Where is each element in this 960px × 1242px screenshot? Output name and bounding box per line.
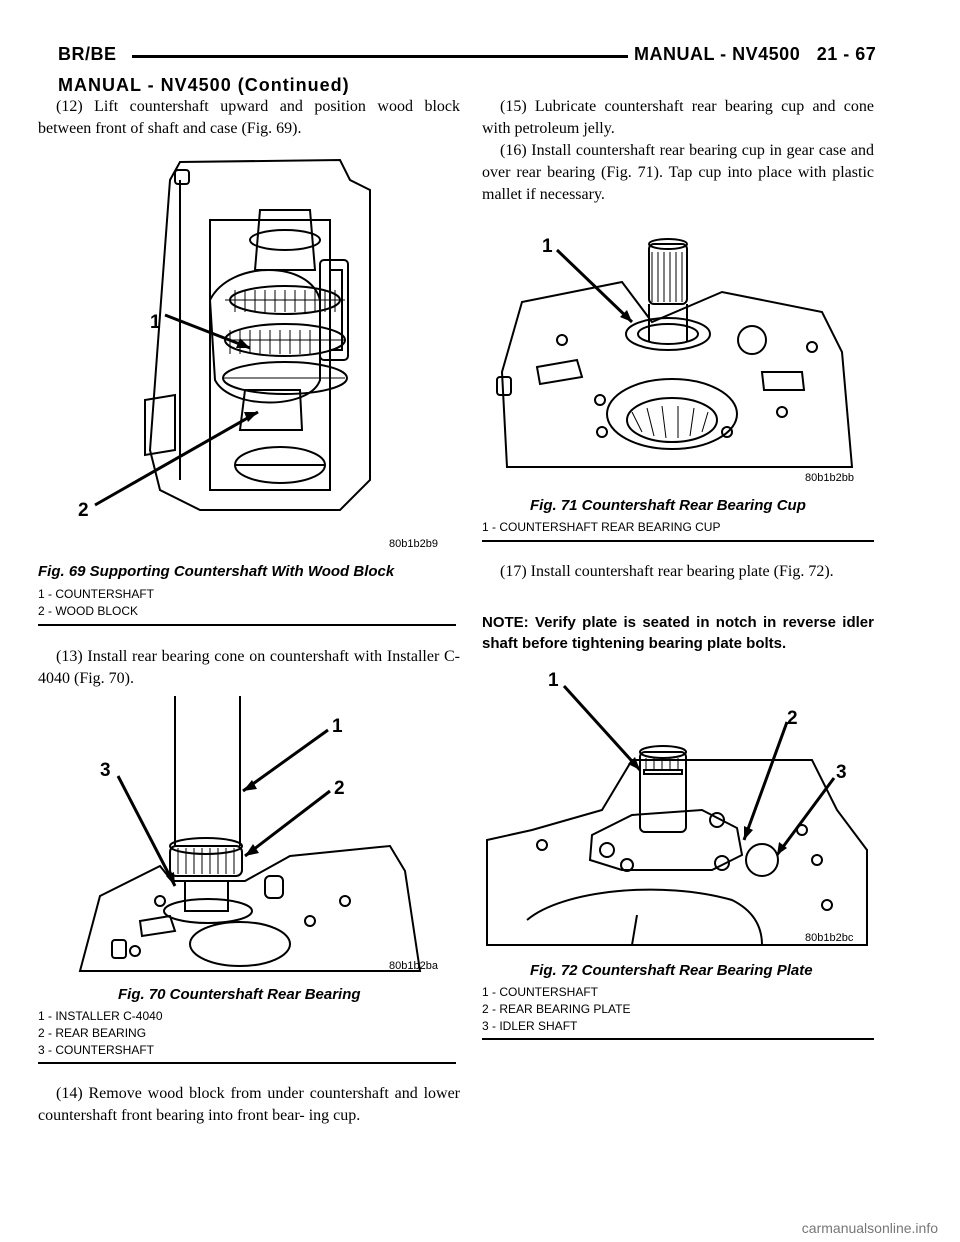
fig72-code: 80b1b2bc	[805, 932, 854, 944]
fig69-callout-1: 1	[150, 312, 161, 333]
fig70-legend-item-3: 3 - COUNTERSHAFT	[38, 1043, 155, 1057]
figure-71-drawing: 1	[496, 236, 854, 468]
fig70-rule	[38, 1062, 456, 1064]
step-12-text: (12) Lift countershaft upward and positi…	[38, 98, 460, 137]
step-14-text: (14) Remove wood block from under counte…	[38, 1085, 460, 1124]
step-13: (13) Install rear bearing cone on counte…	[38, 646, 460, 690]
fig72-callout-3: 3	[836, 762, 847, 783]
figure-69-drawing: 1 2	[78, 158, 371, 521]
step-17-text: (17) Install countershaft rear bearing p…	[500, 563, 834, 580]
note-plate-seated: NOTE: Verify plate is seated in notch in…	[482, 614, 874, 652]
fig70-code: 80b1b2ba	[389, 960, 438, 972]
fig69-callout-2: 2	[78, 500, 89, 521]
fig69-rule	[38, 624, 456, 626]
fig72-legend-item-1: 1 - COUNTERSHAFT	[482, 985, 599, 999]
step-16-text: (16) Install countershaft rear bearing c…	[482, 142, 874, 203]
fig70-legend-item-1: 1 - INSTALLER C-4040	[38, 1009, 163, 1023]
fig69-caption: Fig. 69 Supporting Countershaft With Woo…	[38, 563, 395, 580]
step-15-text: (15) Lubricate countershaft rear bearing…	[482, 98, 874, 137]
header-rule	[132, 55, 628, 58]
figure-71-illustration: 1	[482, 222, 874, 472]
fig69-legend: 1 - COUNTERSHAFT 2 - WOOD BLOCK	[38, 586, 154, 620]
fig71-callout-1: 1	[542, 236, 553, 257]
fig72-caption: Fig. 72 Countershaft Rear Bearing Plate	[530, 962, 813, 979]
fig71-caption: Fig. 71 Countershaft Rear Bearing Cup	[530, 497, 806, 514]
fig70-callout-2: 2	[334, 778, 345, 799]
fig70-legend: 1 - INSTALLER C-4040 2 - REAR BEARING 3 …	[38, 1008, 163, 1059]
steps-15-16: (15) Lubricate countershaft rear bearing…	[482, 96, 874, 206]
fig72-legend: 1 - COUNTERSHAFT 2 - REAR BEARING PLATE …	[482, 984, 630, 1035]
section-continued-title: MANUAL - NV4500 (Continued)	[58, 75, 350, 95]
fig71-legend-item-1: 1 - COUNTERSHAFT REAR BEARING CUP	[482, 520, 721, 534]
fig70-caption: Fig. 70 Countershaft Rear Bearing	[118, 986, 361, 1003]
fig70-callout-1: 1	[332, 716, 343, 737]
figure-72-drawing: 1 2 3	[486, 670, 868, 946]
fig72-legend-item-2: 2 - REAR BEARING PLATE	[482, 1002, 631, 1016]
fig70-callout-3: 3	[100, 760, 111, 781]
fig72-callout-1: 1	[548, 670, 559, 691]
step-12: (12) Lift countershaft upward and positi…	[38, 96, 460, 140]
fig71-legend: 1 - COUNTERSHAFT REAR BEARING CUP	[482, 519, 720, 536]
fig69-legend-item-2: 2 - WOOD BLOCK	[38, 604, 139, 618]
fig70-legend-item-2: 2 - REAR BEARING	[38, 1026, 147, 1040]
figure-70-illustration: 1 2 3	[60, 696, 460, 976]
fig71-rule	[482, 540, 874, 542]
figure-70-drawing: 1 2 3	[78, 696, 422, 972]
fig72-callout-2: 2	[787, 708, 798, 729]
header-page-title: MANUAL - NV4500 21 - 67	[634, 44, 877, 64]
step-13-text: (13) Install rear bearing cone on counte…	[38, 648, 460, 687]
fig69-legend-item-1: 1 - COUNTERSHAFT	[38, 587, 155, 601]
header-section-code: BR/BE	[58, 44, 117, 64]
fig72-rule	[482, 1038, 874, 1040]
fig69-code: 80b1b2b9	[389, 538, 438, 550]
footer-watermark: carmanualsonline.info	[801, 1220, 938, 1236]
figure-69-illustration: 1 2	[40, 150, 460, 560]
figure-72-illustration: 1 2 3	[482, 660, 874, 950]
step-14: (14) Remove wood block from under counte…	[38, 1083, 460, 1127]
fig72-legend-item-3: 3 - IDLER SHAFT	[482, 1019, 578, 1033]
step-17: (17) Install countershaft rear bearing p…	[482, 561, 874, 583]
fig71-code: 80b1b2bb	[805, 472, 854, 484]
